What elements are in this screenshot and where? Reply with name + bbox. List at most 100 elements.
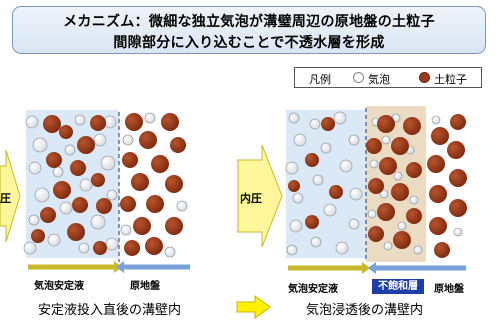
left-fluid-label: 気泡安定液 (34, 281, 84, 292)
bubble (397, 221, 407, 231)
bubble (379, 189, 389, 199)
bubble (286, 244, 298, 256)
right-pressure-arrow (237, 144, 283, 248)
bubble (28, 214, 40, 226)
bubble (288, 112, 300, 124)
soil-particle-icon (419, 72, 430, 83)
bubble (59, 201, 73, 215)
right-panel (237, 106, 468, 274)
soil-particle (427, 155, 445, 173)
bubble (164, 246, 176, 258)
bubble-icon (353, 72, 364, 83)
soil-particle (391, 183, 409, 201)
bubble (122, 134, 134, 146)
soil-particle (151, 155, 169, 173)
soil-particle (93, 241, 107, 255)
bubble (74, 114, 86, 126)
soil-particle (161, 113, 179, 131)
soil-particle (122, 152, 138, 168)
legend-soil-label: 土粒子 (434, 73, 467, 86)
soil-particle (139, 131, 157, 149)
left-ground-label: 原地盤 (130, 281, 160, 292)
bubble (93, 133, 107, 147)
bubble (312, 174, 324, 186)
soil-particle (288, 180, 300, 192)
bubble (100, 155, 116, 171)
bubble (106, 189, 118, 201)
soil-particle (391, 137, 409, 155)
bubble (369, 159, 379, 169)
bubble (323, 203, 337, 217)
left-pressure-label: 圧 (0, 192, 11, 205)
left-pressure-arrow (0, 149, 21, 243)
soil-particle (450, 114, 466, 130)
soil-particle (165, 217, 183, 235)
soil-particle (393, 231, 411, 249)
legend-label: 凡例 (309, 73, 331, 86)
soil-particle (321, 117, 335, 131)
right-ground-arrow-head (368, 262, 376, 274)
left-soil-particles (31, 113, 186, 256)
bubble (52, 166, 64, 178)
bubble (348, 218, 360, 230)
bubble (105, 237, 119, 251)
soil-particle (125, 113, 143, 131)
bubble (34, 187, 50, 203)
soil-particle (429, 217, 447, 235)
bubble (333, 111, 347, 125)
soil-particle (70, 160, 86, 176)
soil-particle (406, 162, 422, 178)
soil-particle (91, 173, 105, 187)
soil-particle (403, 117, 421, 135)
soil-particle (377, 115, 395, 133)
right-pressure-label: 内圧 (240, 192, 262, 205)
soil-particle (90, 115, 106, 131)
bubble (393, 171, 403, 181)
right-fluid-arrow-head (362, 262, 370, 274)
bubble (431, 115, 441, 125)
left-bubbles (23, 112, 188, 258)
soil-particle (31, 229, 45, 243)
soil-particle (67, 223, 85, 241)
legend-bubble-label: 気泡 (368, 73, 390, 86)
soil-particle (406, 208, 422, 224)
soil-particle (429, 185, 447, 203)
soil-particle (329, 185, 343, 199)
soil-particle (431, 127, 449, 145)
soil-particle (145, 237, 163, 255)
bubble (413, 245, 423, 255)
mechanism-title-box: メカニズム：微細な独立気泡が溝璧周辺の原地盤の土粒子 間隙部分に入り込むことで不… (12, 6, 486, 54)
bubble (310, 236, 322, 248)
transition-arrow (236, 295, 271, 319)
bubble (78, 242, 90, 254)
bubble (23, 241, 37, 255)
bubble (349, 187, 363, 201)
soil-particle (53, 181, 71, 199)
bubble (348, 134, 360, 146)
soil-particle (40, 207, 56, 223)
soil-particle (377, 203, 395, 221)
bubble (79, 178, 93, 192)
soil-particle (96, 198, 112, 214)
bubble (64, 144, 76, 156)
soil-particle (449, 169, 467, 187)
right-bubbles (285, 111, 463, 256)
soil-particle (368, 226, 384, 242)
title-line-1: メカニズム：微細な独立気泡が溝璧周辺の原地盤の土粒子 (63, 14, 435, 30)
title-line-2: 間隙部分に入り込むことで不透水層を形成 (113, 35, 385, 51)
soil-particle (146, 195, 164, 213)
soil-particle (305, 153, 319, 167)
soil-particle (170, 137, 186, 153)
bubble (293, 133, 307, 147)
bubble (289, 219, 303, 233)
bubble (292, 192, 304, 204)
soil-particle (366, 138, 382, 154)
soil-particle (305, 215, 319, 229)
soil-particle (72, 197, 88, 213)
bubble (285, 161, 299, 175)
right-ground-label: 原地盤 (434, 284, 464, 295)
bubble (176, 200, 188, 212)
left-ground-arrow-head (116, 261, 124, 273)
soil-particle (77, 136, 95, 154)
